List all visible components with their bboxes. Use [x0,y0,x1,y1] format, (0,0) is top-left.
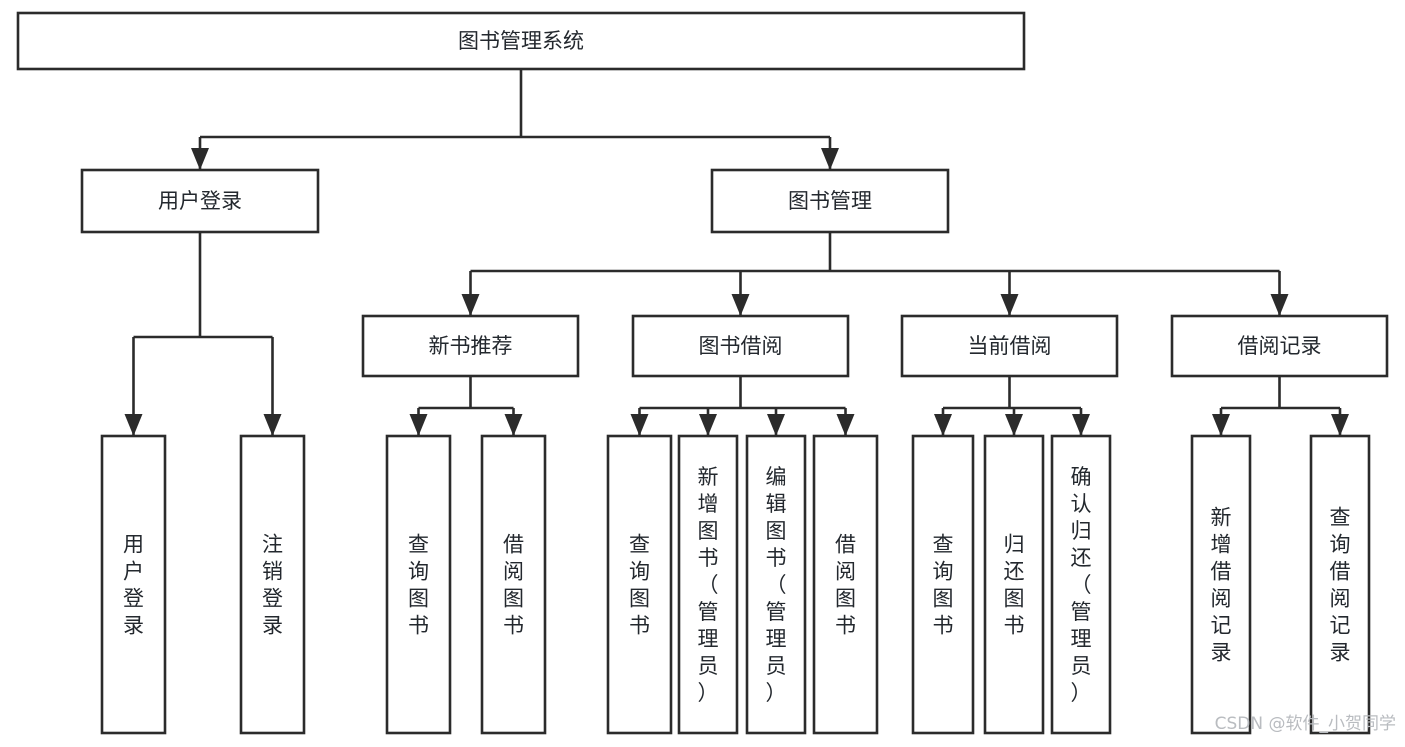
bookmanage-to-level3-arrow-3 [1270,294,1289,316]
book-borrow-to-leaves-arrow-3 [836,414,855,436]
book-borrow-to-leaves-arrow-1 [699,414,717,436]
node-leaf-query-book-rec-label: 查询图书 [408,533,429,638]
node-book-manage[interactable]: 图书管理 [710,168,950,234]
root-to-level2-arrow-1 [821,148,839,170]
book-borrow-to-leaves-arrow-2 [767,414,785,436]
node-layer: 图书管理系统用户登录图书管理新书推荐图书借阅当前借阅借阅记录用户登录注销登录查询… [16,11,1389,735]
node-leaf-user-login[interactable]: 用户登录 [100,434,167,735]
node-book-borrow-box[interactable] [631,314,850,378]
node-borrow-record-label: 借阅记录 [1238,334,1322,358]
node-leaf-user-login-box[interactable] [100,434,167,735]
node-leaf-query-book-borrow-label: 查询图书 [629,533,650,638]
user-login-to-leaves-arrow-1 [263,414,282,436]
node-leaf-query-record-box[interactable] [1309,434,1371,735]
node-leaf-query-book-borrow[interactable]: 查询图书 [606,434,673,735]
bookmanage-to-level3-arrow-1 [731,294,750,316]
node-book-borrow-label: 图书借阅 [699,334,783,358]
node-borrow-record[interactable]: 借阅记录 [1170,314,1389,378]
book-borrow-to-leaves-arrow-0 [630,414,649,436]
node-leaf-borrow-book-rec-box[interactable] [480,434,547,735]
node-leaf-borrow-book-rec-label: 借阅图书 [503,533,524,638]
node-leaf-query-record[interactable]: 查询借阅记录 [1309,434,1371,735]
node-leaf-query-book-borrow-box[interactable] [606,434,673,735]
node-root-system[interactable]: 图书管理系统 [16,11,1026,71]
node-leaf-add-book[interactable]: 新增图书（管理员） [677,434,739,735]
bookmanage-to-level3-arrow-0 [461,294,480,316]
csdn-watermark: CSDN @软件_小贺同学 [1215,714,1396,734]
node-leaf-query-book-cur-box[interactable] [911,434,975,735]
node-leaf-add-record-box[interactable] [1190,434,1252,735]
node-leaf-add-record[interactable]: 新增借阅记录 [1190,434,1252,735]
node-leaf-confirm-return-label: 确认归还（管理员） [1071,465,1092,705]
node-book-borrow[interactable]: 图书借阅 [631,314,850,378]
user-login-to-leaves-arrow-0 [124,414,143,436]
node-leaf-add-record-label: 新增借阅记录 [1211,506,1232,665]
node-leaf-query-book-rec-box[interactable] [385,434,452,735]
node-leaf-query-record-label: 查询借阅记录 [1330,506,1351,665]
node-leaf-add-book-label: 新增图书（管理员） [698,465,719,705]
node-leaf-edit-book-box[interactable] [745,434,807,735]
node-leaf-borrow-book-box[interactable] [812,434,879,735]
node-leaf-return-book-label: 归还图书 [1004,533,1025,638]
node-leaf-query-book-rec[interactable]: 查询图书 [385,434,452,735]
node-leaf-add-book-box[interactable] [677,434,739,735]
node-current-borrow-box[interactable] [900,314,1119,378]
bookmanage-to-level3-arrow-2 [1000,294,1019,316]
node-leaf-edit-book[interactable]: 编辑图书（管理员） [745,434,807,735]
node-leaf-query-book-cur[interactable]: 查询图书 [911,434,975,735]
node-new-book-rec-label: 新书推荐 [429,334,513,358]
node-leaf-query-book-cur-label: 查询图书 [933,533,954,638]
node-leaf-logout[interactable]: 注销登录 [239,434,306,735]
node-user-login-label: 用户登录 [158,189,242,213]
new-book-rec-to-leaves-arrow-0 [409,414,428,436]
node-book-manage-box[interactable] [710,168,950,234]
node-leaf-borrow-book-label: 借阅图书 [835,533,856,638]
node-leaf-borrow-book-rec[interactable]: 借阅图书 [480,434,547,735]
node-current-borrow[interactable]: 当前借阅 [900,314,1119,378]
new-book-rec-to-leaves-arrow-1 [504,414,523,436]
borrow-record-to-leaves-arrow-1 [1331,414,1349,436]
node-leaf-logout-label: 注销登录 [262,533,283,638]
node-leaf-logout-box[interactable] [239,434,306,735]
node-current-borrow-label: 当前借阅 [968,334,1052,358]
node-borrow-record-box[interactable] [1170,314,1389,378]
node-new-book-rec[interactable]: 新书推荐 [361,314,580,378]
node-leaf-borrow-book[interactable]: 借阅图书 [812,434,879,735]
node-book-manage-label: 图书管理 [788,189,872,213]
connector-layer [124,69,1349,436]
node-user-login-box[interactable] [80,168,320,234]
current-borrow-to-leaves-arrow-2 [1072,414,1090,436]
current-borrow-to-leaves-arrow-0 [934,414,952,436]
node-new-book-rec-box[interactable] [361,314,580,378]
node-root-system-label: 图书管理系统 [458,29,584,53]
node-leaf-confirm-return-box[interactable] [1050,434,1112,735]
node-leaf-return-book-box[interactable] [983,434,1045,735]
node-leaf-edit-book-label: 编辑图书（管理员） [766,465,787,705]
node-root-system-box[interactable] [16,11,1026,71]
node-leaf-confirm-return[interactable]: 确认归还（管理员） [1050,434,1112,735]
node-leaf-user-login-label: 用户登录 [123,533,144,638]
root-to-level2-arrow-0 [191,148,209,170]
node-user-login[interactable]: 用户登录 [80,168,320,234]
current-borrow-to-leaves-arrow-1 [1005,414,1023,436]
borrow-record-to-leaves-arrow-0 [1212,414,1230,436]
node-leaf-return-book[interactable]: 归还图书 [983,434,1045,735]
